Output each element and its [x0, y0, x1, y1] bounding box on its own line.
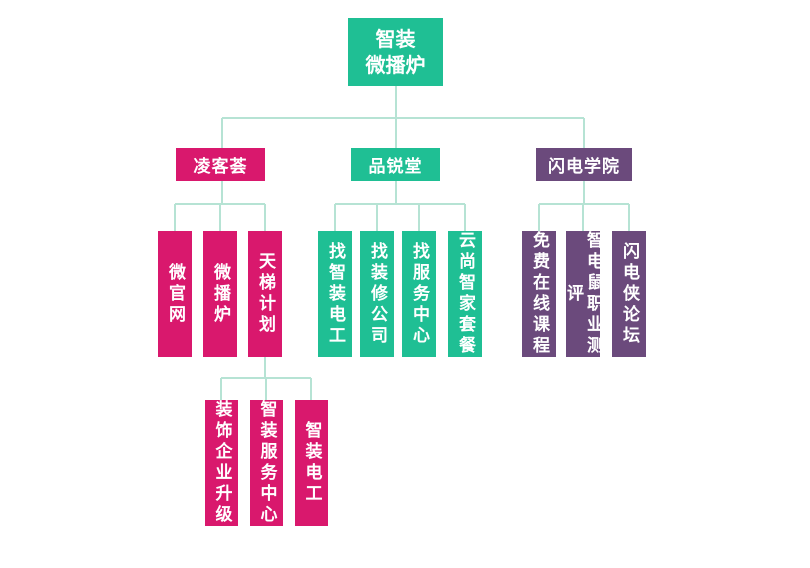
branch-lingkehui: 凌客荟: [176, 148, 265, 181]
root-line-1: 智装: [375, 27, 416, 51]
leaf-weibolu: 微播炉: [203, 231, 237, 357]
leaf-weiguanwang: 微官网: [158, 231, 192, 357]
leaf-yunshangtaocan: 云尚智家套餐: [448, 231, 482, 357]
branch-shandianxueyuan: 闪电学院: [536, 148, 632, 181]
branch-pinruitang: 品锐堂: [351, 148, 440, 181]
leaf-zhaozhuangdiangong: 找智装电工: [318, 231, 352, 357]
leaf-mianfeikecheng: 免费在线课程: [522, 231, 556, 357]
leaf-zhaofuwuzhongxin: 找服务中心: [402, 231, 436, 357]
root-node: 智装 微播炉: [348, 18, 443, 86]
leaf-tiantijihua: 天梯计划: [248, 231, 282, 357]
leaf-zhuangdiangong: 智装电工: [295, 400, 328, 526]
leaf-zhaozhuangxiugongsi: 找装修公司: [360, 231, 394, 357]
root-line-2: 微播炉: [365, 53, 426, 77]
leaf-zhuangshiqiye: 装饰企业升级: [205, 400, 238, 526]
leaf-zhuangfuwuzhongxin: 智装服务中心: [250, 400, 283, 526]
leaf-shandianluntan: 闪电侠论坛: [612, 231, 646, 357]
leaf-zhidianshu: 智电鼠职业测评: [563, 231, 603, 357]
